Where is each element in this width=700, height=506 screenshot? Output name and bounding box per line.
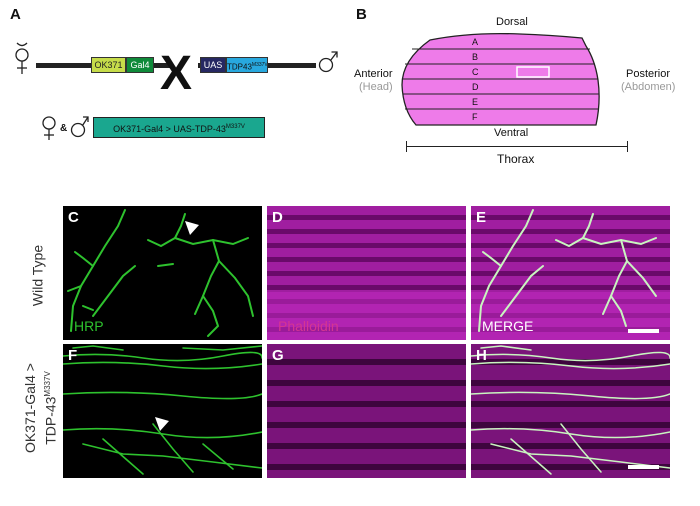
tile-e-letter: E bbox=[476, 209, 487, 226]
thorax-bracket bbox=[406, 146, 628, 147]
scale-bar bbox=[628, 329, 659, 333]
offspring-male-icon bbox=[70, 113, 90, 144]
uas-box: UAS bbox=[200, 57, 226, 73]
dorsal-label: Dorsal bbox=[496, 16, 528, 28]
tdp43-text: TDP43 bbox=[227, 62, 252, 72]
ok371-box: OK371 bbox=[91, 57, 126, 73]
gal4-text: Gal4 bbox=[130, 60, 150, 70]
male-symbol-icon bbox=[318, 48, 340, 79]
posterior-label: Posterior bbox=[626, 68, 671, 80]
tdp43-sup: M337V bbox=[251, 62, 268, 68]
mutant-sup-text: M337V bbox=[43, 371, 52, 397]
mutant-line2-text: TDP-43 bbox=[42, 396, 59, 445]
scale-bar-2 bbox=[628, 465, 659, 469]
tile-c-letter: C bbox=[68, 209, 79, 226]
thorax-bracket-left-tick bbox=[406, 141, 407, 152]
tile-f-hrp: F bbox=[63, 344, 262, 478]
female-symbol-icon bbox=[12, 42, 32, 81]
muscle-label-e: E bbox=[472, 97, 479, 107]
mutant-line1-text: OK371-Gal4 > bbox=[22, 363, 38, 453]
muscle-label-d: D bbox=[472, 82, 479, 92]
wild-type-text: Wild Type bbox=[29, 244, 46, 307]
panel-a-label: A bbox=[10, 6, 21, 23]
panel-b-label: B bbox=[356, 6, 367, 23]
offspring-sup: M337V bbox=[225, 124, 245, 130]
phalloidin-label: Phalloidin bbox=[278, 318, 339, 334]
tile-c-hrp: C HRP bbox=[63, 206, 262, 340]
thorax-bracket-right-tick bbox=[627, 141, 628, 152]
tile-g-letter: G bbox=[272, 347, 284, 364]
offspring-box: OK371-Gal4 > UAS-TDP-43M337V bbox=[93, 117, 265, 138]
ventral-label: Ventral bbox=[494, 127, 529, 139]
muscle-label-b: B bbox=[472, 52, 479, 62]
hrp-label: HRP bbox=[74, 318, 104, 334]
thorax-label: Thorax bbox=[497, 152, 535, 166]
muscle-label-f: F bbox=[472, 112, 478, 122]
tile-d-phalloidin: D Phalloidin bbox=[267, 206, 466, 340]
ok371-text: OK371 bbox=[94, 60, 123, 70]
posterior-sub-label: (Abdomen) bbox=[621, 81, 676, 93]
tile-h-letter: H bbox=[476, 347, 487, 364]
region-of-interest-box bbox=[516, 66, 550, 78]
tdp43-box: TDP43M337V bbox=[226, 57, 268, 73]
tile-e-merge: E MERGE bbox=[471, 206, 670, 340]
ampersand: & bbox=[60, 123, 68, 134]
arrowhead-icon bbox=[184, 220, 200, 236]
uas-text: UAS bbox=[203, 60, 223, 70]
tile-g-phalloidin: G bbox=[267, 344, 466, 478]
offspring-female-icon bbox=[40, 115, 58, 146]
muscle-label-a: A bbox=[472, 37, 479, 47]
thorax-diagram bbox=[400, 30, 620, 135]
row-label-mutant: OK371-Gal4 > TDP-43M337V bbox=[22, 338, 60, 478]
gal4-box: Gal4 bbox=[126, 57, 154, 73]
tile-f-letter: F bbox=[68, 347, 78, 364]
arrowhead-icon-2 bbox=[154, 416, 170, 432]
anterior-label: Anterior bbox=[354, 68, 393, 80]
muscle-label-c: C bbox=[472, 67, 479, 77]
merge-label: MERGE bbox=[482, 318, 534, 334]
mutant-line2: TDP-43M337V bbox=[39, 338, 60, 478]
row-label-wild-type: Wild Type bbox=[30, 216, 47, 336]
anterior-sub-label: (Head) bbox=[359, 81, 393, 93]
offspring-text: OK371-Gal4 > UAS-TDP-43 bbox=[113, 124, 226, 134]
tile-d-letter: D bbox=[272, 209, 283, 226]
tile-h-merge: H bbox=[471, 344, 670, 478]
cross-symbol: X bbox=[160, 47, 193, 100]
